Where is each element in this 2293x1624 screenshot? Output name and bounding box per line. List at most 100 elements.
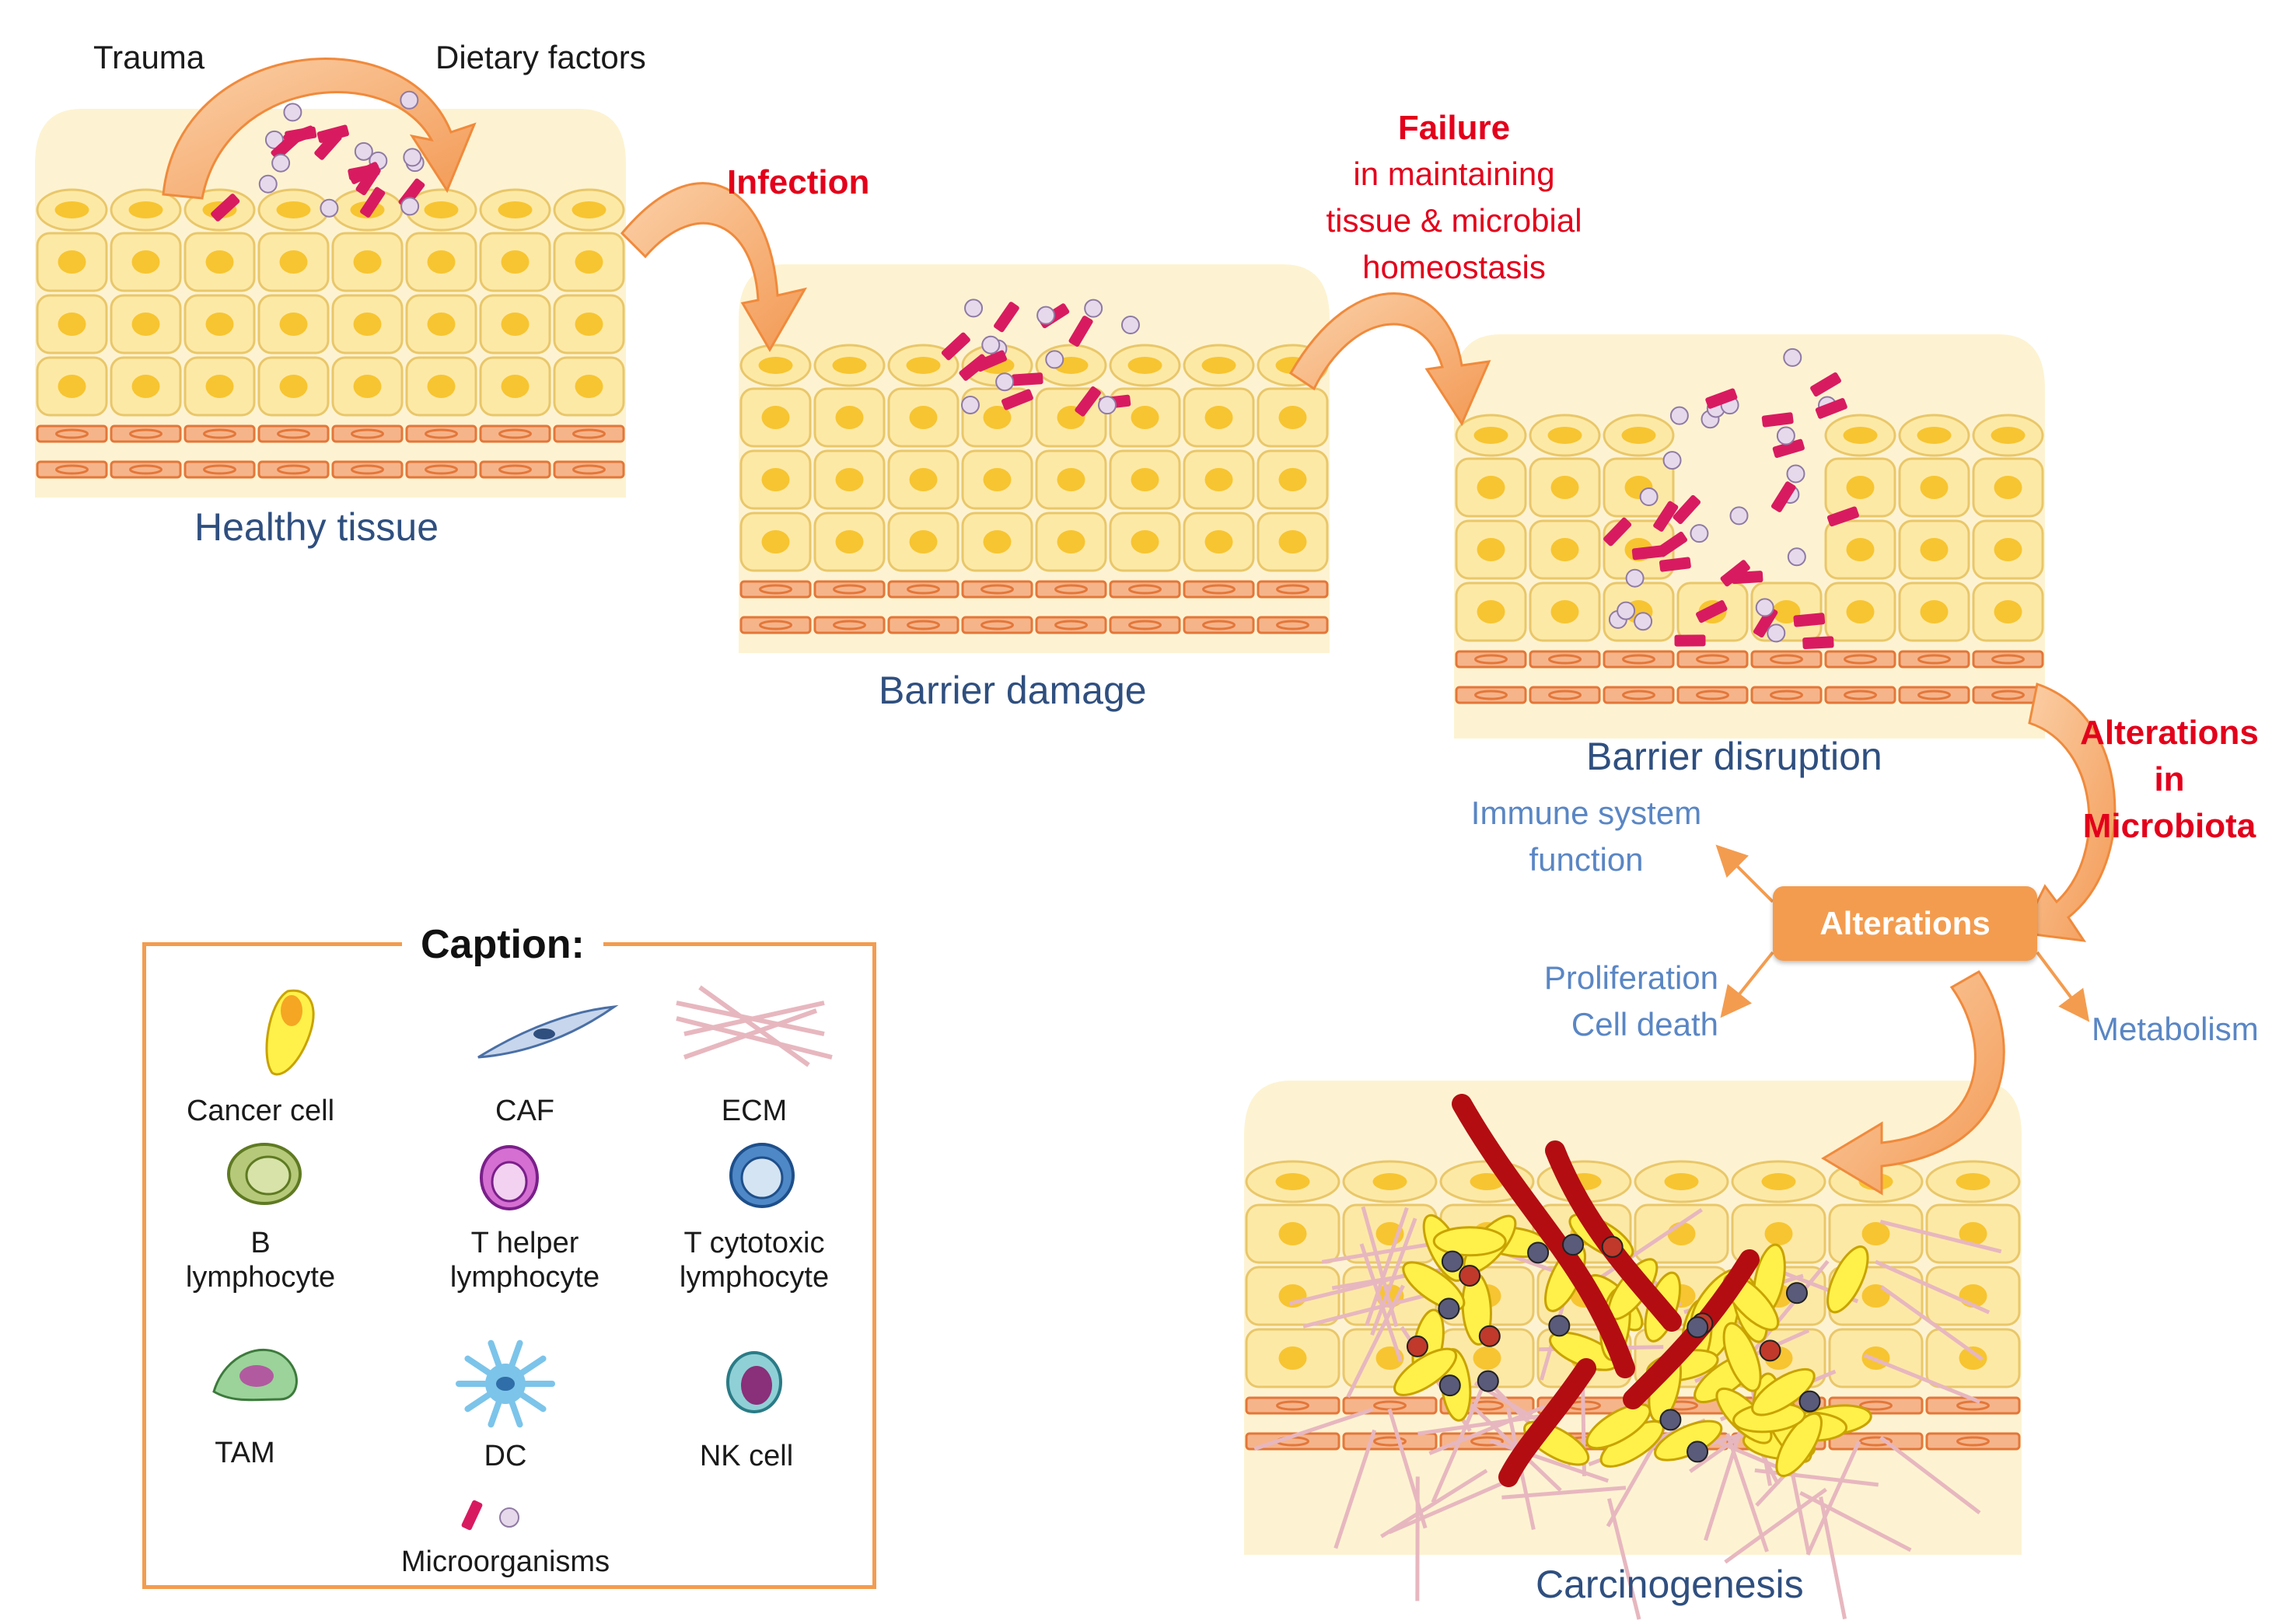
cell-nucleus xyxy=(1205,468,1233,491)
apical-nucleus xyxy=(55,201,89,218)
basal-cell xyxy=(1604,687,1673,703)
basal-cell xyxy=(333,462,402,477)
coccus-bacterium xyxy=(1099,396,1116,414)
cell-nucleus xyxy=(1847,476,1875,499)
apical-nucleus xyxy=(425,201,459,218)
apical-nucleus xyxy=(1762,1173,1796,1190)
immune-cell xyxy=(1603,1237,1623,1257)
coccus-bacterium xyxy=(355,143,372,160)
infection-label: Infection xyxy=(727,163,869,203)
coccus-bacterium xyxy=(1787,465,1804,482)
basal-cell xyxy=(111,426,180,442)
coccus-bacterium xyxy=(320,200,337,217)
basal-cell xyxy=(1110,617,1180,633)
cell-nucleus xyxy=(354,250,382,274)
failure-title: Failure xyxy=(1322,109,1586,148)
cell-nucleus xyxy=(762,530,790,554)
immune-cell xyxy=(1440,1375,1460,1395)
coccus-bacterium xyxy=(1731,507,1748,524)
basal-cell xyxy=(1973,651,2043,667)
coccus-bacterium xyxy=(982,337,999,354)
cell-nucleus xyxy=(280,250,308,274)
proliferation-label: Proliferation xyxy=(1501,959,1718,997)
coccus-bacterium xyxy=(401,197,418,215)
cell-nucleus xyxy=(1205,530,1233,554)
coccus-bacterium xyxy=(1085,300,1102,317)
basal-cell xyxy=(1900,651,1969,667)
rod-bacterium xyxy=(1674,634,1705,646)
immune-cell xyxy=(1800,1392,1820,1412)
basal-cell xyxy=(1184,581,1253,597)
alterations-box: Alterations xyxy=(1773,886,2037,961)
coccus-bacterium xyxy=(1756,599,1774,616)
coccus-bacterium xyxy=(965,299,982,316)
basal-cell xyxy=(815,617,884,633)
basal-cell xyxy=(1184,617,1253,633)
coccus-bacterium xyxy=(1690,525,1708,542)
basal-cell xyxy=(37,462,107,477)
coccus-bacterium xyxy=(1122,316,1139,334)
cell-nucleus xyxy=(58,250,86,274)
immune-cell xyxy=(1687,1441,1708,1462)
basal-cell xyxy=(1678,687,1747,703)
basal-cell xyxy=(259,462,328,477)
immune-cell xyxy=(1459,1266,1480,1286)
basal-cell xyxy=(407,462,476,477)
apical-nucleus xyxy=(759,357,793,374)
apical-nucleus xyxy=(1991,427,2026,444)
cell-nucleus xyxy=(132,250,160,274)
coccus-bacterium xyxy=(996,373,1013,390)
immune-cell xyxy=(1528,1242,1548,1263)
cell-nucleus xyxy=(428,375,456,398)
cell-nucleus xyxy=(206,250,234,274)
caption-label-dc: DC xyxy=(412,1440,599,1474)
coccus-bacterium xyxy=(284,103,301,120)
basal-cell xyxy=(889,581,958,597)
caption-label-cancer-cell: Cancer cell xyxy=(167,1095,354,1129)
caption-label-b-lymphocyte: B lymphocyte xyxy=(167,1227,354,1294)
coccus-bacterium xyxy=(1671,407,1688,424)
coccus-bacterium xyxy=(1664,452,1681,469)
caption-label-t-helper: T helper lymphocyte xyxy=(432,1227,618,1294)
cell-nucleus xyxy=(1921,600,1949,623)
cell-nucleus xyxy=(132,375,160,398)
cell-nucleus xyxy=(1279,1346,1307,1370)
cell-nucleus xyxy=(762,406,790,429)
caption-label-ecm: ECM xyxy=(661,1095,848,1129)
cell-nucleus xyxy=(1994,476,2022,499)
tumor-cancer-cell xyxy=(1434,1227,1505,1255)
immune-line-1: Immune system xyxy=(1454,795,1718,832)
basal-cell xyxy=(37,426,107,442)
cell-nucleus xyxy=(58,313,86,336)
coccus-bacterium xyxy=(272,155,289,172)
apical-nucleus xyxy=(277,201,311,218)
cell-nucleus xyxy=(280,375,308,398)
cell-nucleus xyxy=(984,530,1012,554)
apical-nucleus xyxy=(1548,427,1582,444)
basal-cell xyxy=(1752,687,1821,703)
coccus-bacterium xyxy=(1617,602,1634,620)
basal-cell xyxy=(1246,1398,1339,1413)
rod-bacterium xyxy=(1802,636,1834,649)
carcinogenesis-label: Carcinogenesis xyxy=(1536,1563,1804,1608)
apical-nucleus xyxy=(833,357,867,374)
barrier-damage-label: Barrier damage xyxy=(879,669,1147,714)
coccus-bacterium xyxy=(1777,428,1795,445)
immune-cell xyxy=(1660,1409,1680,1430)
microbiota-line-1: Alterations xyxy=(2053,714,2286,753)
coccus-bacterium xyxy=(260,176,277,193)
coccus-bacterium xyxy=(404,148,421,166)
cell-nucleus xyxy=(1765,1222,1793,1245)
microbiota-line-2: in xyxy=(2053,760,2286,800)
metabolism-label: Metabolism xyxy=(2092,1011,2259,1048)
apical-nucleus xyxy=(1276,1173,1310,1190)
basal-cell xyxy=(1530,651,1599,667)
basal-cell xyxy=(1456,687,1526,703)
immune-cell xyxy=(1549,1315,1569,1336)
apical-nucleus xyxy=(572,201,606,218)
caption-label-t-cytotoxic: T cytotoxic lymphocyte xyxy=(661,1227,848,1294)
basal-cell xyxy=(481,426,550,442)
cell-nucleus xyxy=(762,468,790,491)
basal-cell xyxy=(1927,1434,2019,1449)
